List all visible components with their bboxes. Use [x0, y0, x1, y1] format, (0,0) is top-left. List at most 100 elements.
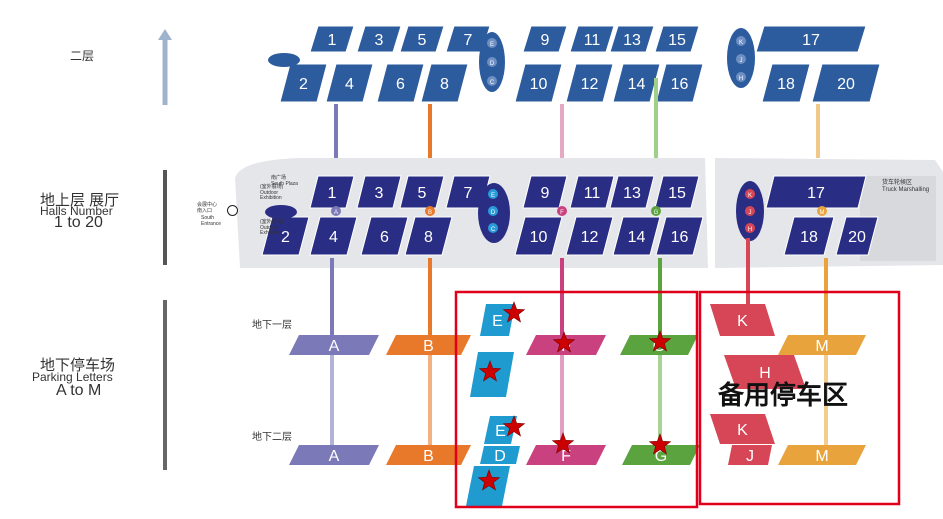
- level2-label: 二层: [70, 49, 95, 63]
- level2-hall-1-label: 1: [328, 32, 337, 49]
- main-parking-frame: [454, 290, 699, 509]
- ground-hall-14-label: 14: [628, 229, 646, 246]
- ground-hall-18-label: 18: [800, 229, 818, 246]
- parking-b2-D-label: D: [494, 448, 506, 465]
- ground-pod-center-letter: E: [491, 193, 495, 199]
- ground-floor-range: 1 to 20: [54, 214, 103, 231]
- level2-pod-center-dot: [487, 57, 497, 67]
- entrance-note: 会展中心 南入口: [197, 202, 218, 214]
- ground-hall-7-label: 7: [464, 185, 473, 202]
- ground-hall-9-label: 9: [541, 185, 550, 202]
- parking-b1-E-label: E: [492, 313, 503, 330]
- level2-hall-20-label: 20: [837, 76, 855, 93]
- parking-b1-A-label: A: [329, 338, 340, 355]
- parking-b2-J-label: J: [746, 448, 754, 465]
- star-marker-3: [648, 330, 672, 352]
- level2-hall-17-label: 17: [802, 32, 820, 49]
- level2-hall-1: [309, 25, 355, 53]
- ground-pod-east-dot: [745, 189, 755, 199]
- ground-hall-5-label: 5: [418, 185, 427, 202]
- level2-hall-17: [755, 25, 867, 53]
- level2-pod-east-letter: H: [739, 76, 743, 82]
- level2-hall-13: [609, 25, 655, 53]
- parking-b2-K-label: K: [737, 422, 748, 439]
- parking-b2-G: [622, 445, 700, 465]
- ground-hall-13: [609, 175, 655, 209]
- level2-pod-east-dot: [736, 72, 746, 82]
- connector-badge: [651, 206, 661, 216]
- ground-hall-12: [565, 216, 614, 256]
- level2-pod-center-letter: C: [490, 80, 495, 86]
- parking-b2-B: [386, 445, 471, 465]
- ground-hall-11-label: 11: [584, 185, 601, 202]
- truck-note: 货车轮候区 Truck Marshalling: [882, 180, 930, 193]
- parking-b2-A: [289, 445, 379, 465]
- ground-hall-14: [612, 216, 661, 256]
- level2-pod-center-letter: E: [490, 42, 494, 48]
- reserve-frames: [454, 290, 901, 509]
- star-marker-6: [551, 432, 575, 454]
- ground-hall-15-label: 15: [668, 185, 686, 202]
- b1-label: 地下一层: [252, 320, 292, 331]
- level2-hall-3: [356, 25, 402, 53]
- ground-pod-center-letter: D: [491, 210, 496, 216]
- star-marker-1: [502, 301, 526, 323]
- parking-b1-K-label: K: [737, 313, 748, 330]
- parking-b2-K: [710, 414, 775, 444]
- level2-hall-5-label: 5: [418, 32, 427, 49]
- star-marker-8: [477, 469, 501, 491]
- level2-hall-12: [565, 63, 614, 103]
- ground-hall-17-label: 17: [807, 185, 825, 202]
- entrance-note-en: South Entrance: [201, 215, 222, 227]
- ground-pod-east-letter: J: [749, 210, 752, 216]
- ground-hall-6: [360, 216, 409, 256]
- parking-b2-F: [526, 445, 606, 465]
- level2-hall-11-label: 11: [584, 32, 601, 49]
- parking-b1-K: [710, 304, 775, 336]
- connector-badge: [425, 206, 435, 216]
- parking-b2-F-label: F: [561, 448, 571, 465]
- floor-axis: [158, 29, 172, 470]
- ground-hall-18: [783, 216, 835, 256]
- level2-pod-center-dot: [487, 76, 497, 86]
- ground-hall-8-label: 8: [424, 229, 433, 246]
- ground-hall-12-label: 12: [581, 229, 599, 246]
- level2-hall-4-label: 4: [345, 76, 354, 93]
- ground-pod-east-letter: H: [748, 227, 752, 233]
- ground-hall-15: [654, 175, 700, 209]
- level2-hall-12-label: 12: [581, 76, 599, 93]
- parking-b1-M-label: M: [815, 338, 828, 355]
- level2-pod-center-dot: [487, 38, 497, 48]
- connector-badge: [557, 206, 567, 216]
- level2-hall-8: [420, 63, 469, 103]
- ground-hall-2: [261, 216, 310, 256]
- ground-hall-16: [655, 216, 704, 256]
- level2-hall-4: [325, 63, 374, 103]
- ground-hall-1: [309, 175, 355, 209]
- ground-oval: [265, 205, 297, 219]
- parking-label-cn: 地下停车场: [40, 357, 116, 374]
- level2-hall-7-label: 7: [464, 32, 473, 49]
- level2-hall-14-label: 14: [628, 76, 646, 93]
- level2-hall-15: [654, 25, 700, 53]
- level2-hall-18: [761, 63, 811, 103]
- parking-b2-E-label: E: [495, 423, 506, 440]
- level2-hall-3-label: 3: [375, 32, 384, 49]
- ground-hall-11: [569, 175, 615, 209]
- ground-floor-label-en: Halls Number: [40, 204, 113, 218]
- parking-b1-M: [778, 335, 866, 355]
- parking-b2-M-label: M: [815, 448, 828, 465]
- parking-b1-H: [724, 355, 806, 389]
- connector-badge: [331, 206, 341, 216]
- ground-hall-16-label: 16: [671, 229, 689, 246]
- level2-hall-20: [811, 63, 881, 103]
- ground-hall-8: [404, 216, 453, 256]
- south-plaza-note: 南广场 South Plaza: [271, 175, 298, 187]
- star-marker-4: [478, 360, 502, 382]
- ground-pod-center-dot: [488, 189, 498, 199]
- parking-b2-J: [728, 445, 772, 465]
- ground-hall-20-label: 20: [848, 229, 866, 246]
- ground-hall-4-label: 4: [329, 229, 338, 246]
- b2-label: 地下二层: [252, 432, 292, 443]
